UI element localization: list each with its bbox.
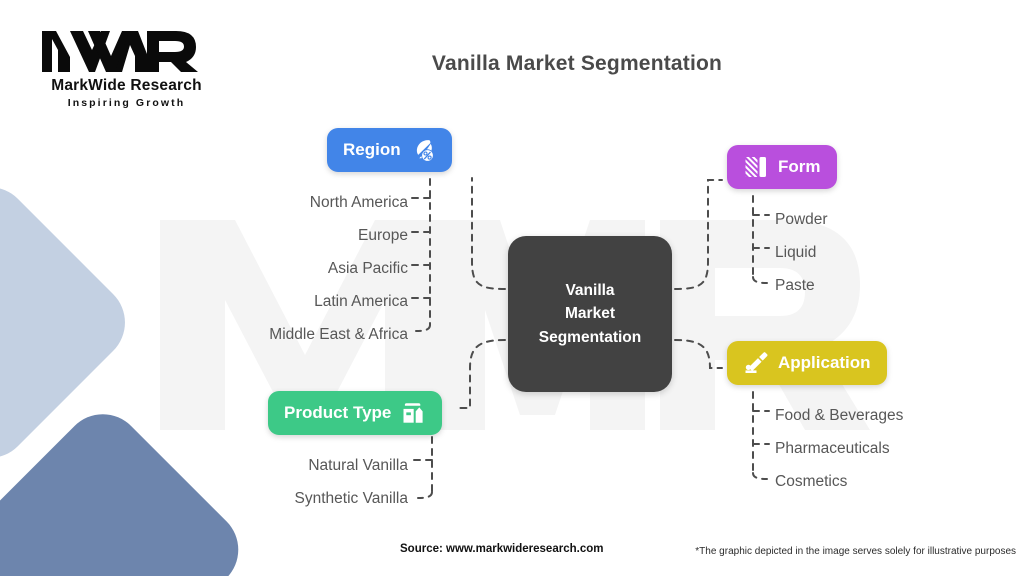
list-item[interactable]: Cosmetics: [775, 473, 848, 490]
leaf-list-region: North America Europe Asia Pacific Latin …: [269, 186, 408, 351]
branch-label-product-type: Product Type: [284, 403, 392, 422]
center-node[interactable]: Vanilla Market Segmentation: [508, 236, 672, 392]
form-bars-icon: [743, 154, 769, 180]
branch-label-application: Application: [778, 353, 871, 372]
list-item[interactable]: Middle East & Africa: [269, 326, 408, 343]
list-item[interactable]: Latin America: [314, 293, 408, 310]
list-item[interactable]: Pharmaceuticals: [775, 440, 890, 457]
leaf-list-form: Powder Liquid Paste: [775, 203, 828, 302]
center-node-line-3: Segmentation: [538, 328, 642, 346]
pen-writing-icon: [743, 350, 769, 376]
branch-badge-product-type[interactable]: Product Type: [268, 391, 443, 435]
list-item[interactable]: Asia Pacific: [327, 260, 408, 277]
list-item[interactable]: Synthetic Vanilla: [294, 490, 408, 507]
disclaimer-note: *The graphic depicted in the image serve…: [695, 546, 1016, 557]
leaf-list-product-type: Natural Vanilla Synthetic Vanilla: [295, 449, 408, 515]
list-item[interactable]: Natural Vanilla: [308, 457, 408, 474]
list-item[interactable]: North America: [309, 194, 408, 211]
list-item[interactable]: Food & Beverages: [775, 407, 904, 424]
list-item[interactable]: Powder: [775, 211, 828, 228]
page-title: Vanilla Market Segmentation: [0, 52, 1024, 76]
mwr-logo-icon: [42, 31, 198, 72]
brand-logo: MarkWide Research Inspiring Growth: [34, 26, 219, 109]
branch-badge-region[interactable]: Region: [327, 128, 452, 172]
list-item[interactable]: Paste: [775, 277, 815, 294]
branch-label-region: Region: [343, 140, 401, 159]
brand-tagline: Inspiring Growth: [67, 97, 186, 109]
branch-badge-form[interactable]: Form: [727, 145, 837, 189]
list-item[interactable]: Europe: [358, 227, 408, 244]
vanilla-bean-percent-icon: [410, 137, 436, 163]
leaf-list-application: Food & Beverages Pharmaceuticals Cosmeti…: [775, 399, 903, 498]
brand-name: MarkWide Research: [51, 77, 202, 94]
list-item[interactable]: Liquid: [775, 244, 817, 261]
source-label[interactable]: Source: www.markwideresearch.com: [400, 543, 604, 555]
page-title-text: Vanilla Market Segmentation: [431, 52, 723, 75]
branch-label-form: Form: [778, 157, 821, 176]
center-node-line-2: Market: [565, 305, 615, 323]
branch-badge-application[interactable]: Application: [727, 341, 887, 385]
center-node-line-1: Vanilla: [565, 281, 615, 299]
package-boxes-icon: [400, 400, 426, 426]
